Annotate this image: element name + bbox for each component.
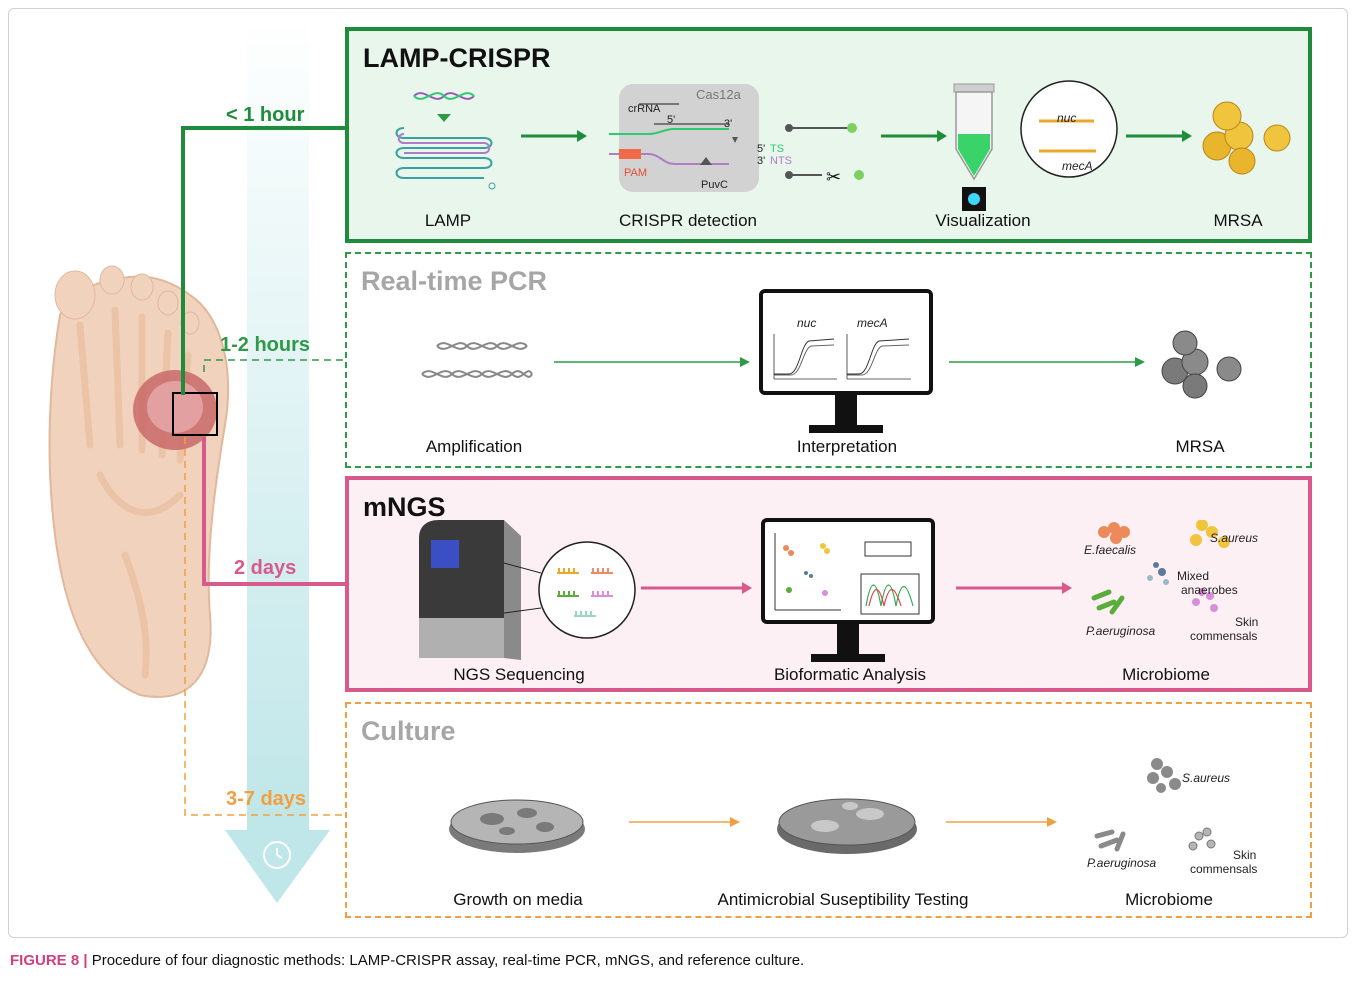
nts-end-label: 3' [757, 155, 766, 167]
arrow-icon [956, 582, 1072, 594]
petri-dish-icon [449, 799, 585, 853]
step-label-ngs-sequencing: NGS Sequencing [453, 665, 585, 684]
nts-label: NTS [770, 155, 792, 167]
cas12a-complex-icon [609, 84, 759, 192]
caption-label: FIGURE 8 | [10, 952, 88, 969]
clock-icon [263, 841, 291, 869]
caption-text: Procedure of four diagnostic methods: LA… [87, 952, 805, 969]
crrna-label: crRNA [628, 103, 661, 115]
ts-label: TS [770, 143, 785, 155]
step-label-amplification: Amplification [425, 437, 523, 456]
panel-title: LAMP-CRISPR [363, 43, 551, 73]
panel-title: Real-time PCR [361, 266, 548, 296]
ast-dish-icon [777, 798, 917, 854]
organism-label-saureus: S.aureus [1210, 531, 1259, 545]
lamp-crispr-panel: LAMP-CRISPR crRNA 5' 3' Cas12a PAM PuvC … [345, 27, 1312, 243]
sequencer-icon [419, 520, 636, 660]
step-label-microbiome: Microbiome [1125, 890, 1213, 909]
arrow-icon [629, 817, 740, 827]
analysis-monitor-icon [761, 518, 935, 662]
arrow-icon [881, 130, 947, 142]
dna-amplification-icon [421, 342, 533, 378]
arrow-icon [1126, 130, 1192, 142]
step-label-microbiome: Microbiome [1122, 665, 1210, 684]
organism-label-saureus: S.aureus [1182, 771, 1231, 785]
puvc-label: PuvC [701, 179, 728, 191]
mrsa-bacteria-icon [1161, 330, 1242, 399]
panel-title: Culture [361, 716, 456, 746]
organism-label-paeruginosa: P.aeruginosa [1087, 856, 1157, 870]
cas12a-label: Cas12a [696, 87, 741, 102]
crrna-5prime-label: 5' [667, 114, 676, 126]
step-label-ast: Antimicrobial Suseptibility Testing [717, 890, 969, 909]
arrow-icon [521, 130, 587, 142]
gene-label-nuc: nuc [1057, 111, 1077, 125]
pam-label: PAM [624, 167, 648, 179]
arrow-icon [949, 357, 1145, 367]
svg-text:✂: ✂ [826, 167, 841, 188]
gene-label-nuc: nuc [797, 316, 817, 330]
step-label-growth: Growth on media [453, 890, 583, 909]
step-label-mrsa: MRSA [1213, 211, 1263, 230]
gene-label-meca: mecA [1062, 159, 1093, 173]
step-label-mrsa: MRSA [1175, 437, 1225, 456]
wound-box [172, 392, 218, 436]
organism-label-skin: Skin [1233, 848, 1257, 862]
culture-panel: Culture S.aureus P.aeruginosa Skin comme… [345, 702, 1312, 918]
time-label-pcr: 1-2 hours [220, 334, 311, 356]
mngs-panel: mNGS [345, 476, 1312, 692]
organism-label-commensals: commensals [1190, 862, 1258, 876]
time-label-culture: 3-7 days [226, 788, 307, 810]
time-label-ngs: 2 days [234, 557, 297, 579]
time-label-lamp: < 1 hour [226, 104, 305, 126]
organism-label-anaerobes: anaerobes [1181, 583, 1238, 597]
microbiome-cluster-icon [1091, 520, 1230, 615]
step-label-bioformatic: Bioformatic Analysis [773, 665, 927, 684]
arrow-icon [554, 357, 750, 367]
step-label-interpretation: Interpretation [796, 437, 898, 456]
organism-label-paeruginosa: P.aeruginosa [1086, 624, 1156, 638]
arrow-icon [641, 582, 752, 594]
reporter-cleavage-icon: ✂ [785, 123, 864, 188]
organism-label-commensals: commensals [1190, 629, 1258, 643]
lamp-amplicon-icon [395, 92, 496, 190]
mrsa-bacteria-icon [1202, 101, 1291, 175]
crrna-3prime-label: 3' [724, 118, 733, 130]
ts-end-label: 5' [757, 143, 766, 155]
figure-frame [8, 8, 1348, 938]
tube-visualization-icon [953, 80, 1118, 211]
organism-label-skin: Skin [1235, 615, 1259, 629]
arrow-icon [946, 817, 1057, 827]
figure-caption: FIGURE 8 | Procedure of four diagnostic … [10, 952, 804, 969]
organism-label-efaecalis: E.faecalis [1084, 543, 1137, 557]
step-label-crispr: CRISPR detection [619, 211, 757, 230]
timeline-arrow [225, 15, 330, 903]
organism-label-mixed: Mixed [1177, 569, 1210, 583]
gene-label-meca: mecA [857, 316, 888, 330]
step-label-visualization: Visualization [935, 211, 1031, 230]
step-label-lamp: LAMP [424, 211, 472, 230]
culture-microbiome-icon [1094, 758, 1216, 852]
monitor-icon [759, 289, 933, 433]
real-time-pcr-panel: Real-time PCR nuc mecA Amplification [345, 252, 1312, 468]
panel-title: mNGS [363, 492, 446, 522]
